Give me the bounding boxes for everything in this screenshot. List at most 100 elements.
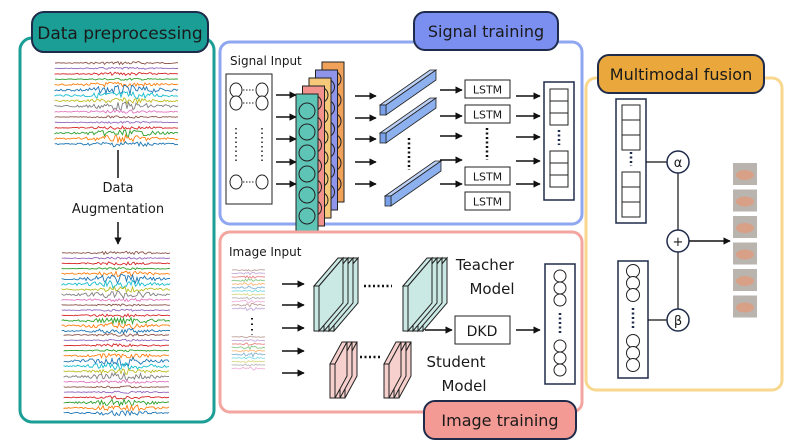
output-cell: [549, 150, 569, 164]
signal-trace: [231, 303, 266, 308]
beta-weight-node: [666, 308, 690, 332]
augmentation-label-line2: Augmentation: [72, 202, 164, 217]
fusion-node: [626, 346, 640, 360]
hand-icon: [736, 249, 754, 260]
signal-trace: [54, 81, 179, 88]
input-node: [255, 174, 269, 190]
signal-trace: [63, 409, 170, 417]
signal-trace: [61, 267, 171, 271]
signal-trace: [54, 71, 179, 77]
gesture-images: [733, 163, 757, 318]
signal-trace: [63, 395, 170, 400]
signal-trace: [231, 335, 266, 339]
signal-title: Signal training: [428, 22, 544, 41]
signal-trace: [63, 338, 169, 342]
signal-trace: [231, 360, 266, 363]
signal-trace: [55, 60, 179, 66]
conv-neuron: [298, 207, 316, 225]
beta-symbol: β: [674, 314, 682, 329]
signal-arrows-2: [355, 92, 377, 188]
output-cell: [549, 112, 569, 126]
signal-trace: [232, 342, 266, 346]
image-border: [218, 230, 584, 414]
lstm-box: [464, 104, 511, 124]
hand-icon: [736, 223, 754, 233]
dkd-label: DKD: [467, 324, 498, 340]
signal-trace: [231, 339, 266, 342]
signal-trace: [54, 125, 179, 130]
lstm-box: [464, 166, 511, 186]
signal-trace: [54, 115, 179, 119]
lstm-label: LSTM: [473, 109, 502, 122]
output-cell: [549, 162, 569, 176]
signal-trace: [54, 100, 179, 112]
signal-trace: [54, 66, 179, 70]
output-node: [553, 281, 567, 295]
augmentation-label-line1: Data: [102, 181, 133, 196]
signal-trace: [54, 129, 179, 138]
signal-trace: [63, 356, 170, 367]
signal-trace: [54, 120, 179, 124]
image-input-thumbnails: [231, 269, 266, 371]
signal-trace: [231, 306, 266, 312]
signal-trace: [231, 356, 266, 360]
signal-trace: [54, 77, 179, 81]
lstm-label: LSTM: [473, 196, 502, 209]
signal-trace: [231, 285, 266, 290]
lstm-label: LSTM: [473, 84, 502, 97]
signal-trace: [61, 261, 171, 266]
lstm-box: [464, 191, 511, 211]
signal-trace: [61, 321, 171, 330]
alpha-symbol: α: [674, 156, 683, 171]
prism-face: [379, 132, 387, 144]
signal-trace: [63, 371, 170, 382]
signal-trace: [54, 84, 179, 96]
signal-trace: [54, 90, 179, 100]
conv-neuron: [298, 123, 316, 141]
output-node: [553, 351, 567, 365]
signal-trace: [231, 296, 265, 300]
image-arrows: [282, 280, 305, 377]
image-training-panel: Image training Image Input Teacher Model…: [218, 230, 584, 440]
signal-trace: [61, 327, 170, 335]
input-node: [255, 95, 269, 111]
signal-trace: [54, 140, 179, 148]
signal-trace: [61, 256, 171, 260]
signal-trace: [61, 316, 171, 326]
raw-signal-plot: [54, 60, 179, 148]
signal-training-panel: Signal training Signal Input LSTM LSTM LST…: [218, 11, 584, 235]
hand-icon: [736, 170, 754, 180]
fusion-node: [626, 264, 640, 278]
signal-trace: [61, 290, 171, 300]
output-cell: [549, 174, 569, 188]
signal-trace: [231, 363, 266, 367]
fusion-node: [626, 288, 640, 302]
preprocessing-border: [18, 36, 216, 424]
fusion-node: [626, 358, 640, 372]
signal-trace: [63, 349, 170, 353]
image-input-label: Image Input: [229, 245, 302, 259]
signal-trace: [231, 282, 266, 287]
conv-neuron: [298, 165, 316, 183]
thumbnail-group: [231, 269, 266, 371]
fusion-cell: [621, 119, 641, 136]
signal-trace: [63, 397, 170, 407]
input-node: [255, 82, 269, 98]
plus-symbol: +: [673, 235, 684, 250]
signal-input-label: Signal Input: [230, 54, 302, 68]
fusion-cell: [621, 134, 641, 151]
signal-arrows-3: [440, 86, 463, 188]
signal-trace: [231, 292, 265, 296]
output-cell: [549, 100, 569, 114]
signal-header: [413, 11, 559, 51]
conv-layer-stack: [295, 61, 345, 235]
teacher-model-blocks: [312, 256, 449, 333]
signal-input-nodes: [229, 82, 269, 190]
preprocessing-title: Data preprocessing: [37, 24, 202, 44]
signal-trace: [54, 133, 179, 144]
signal-trace: [64, 390, 170, 394]
image-title: Image training: [441, 411, 558, 430]
fusion-node: [626, 334, 640, 348]
signal-trace: [61, 285, 171, 294]
